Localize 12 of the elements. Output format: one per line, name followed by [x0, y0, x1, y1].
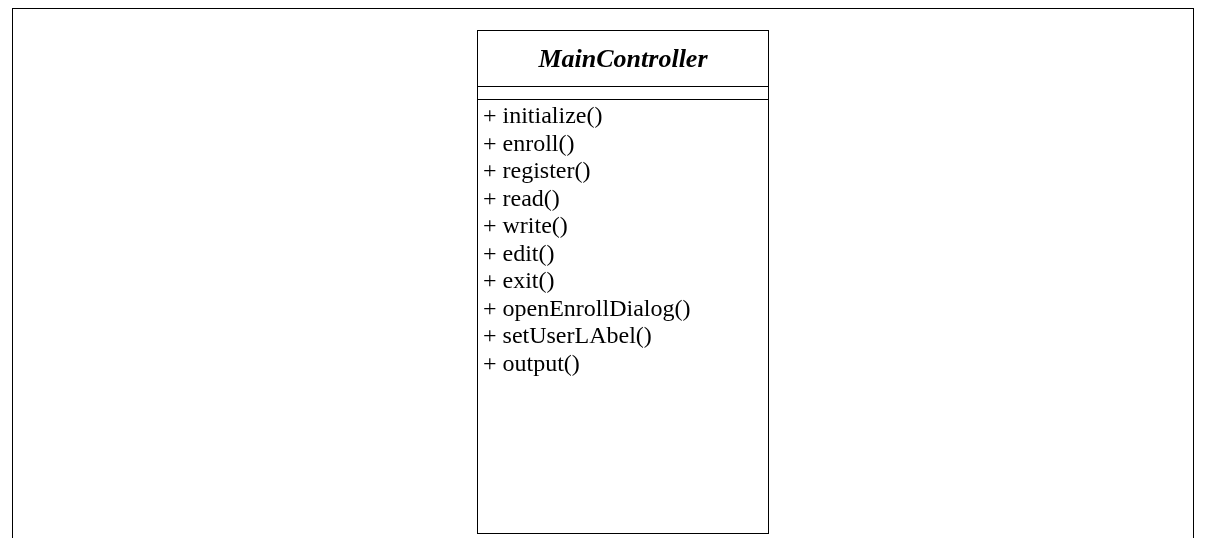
method-text: + edit() — [483, 239, 555, 267]
method-text: + exit() — [483, 267, 555, 295]
method-text: + output() — [483, 349, 580, 377]
method-text: + setUserLAbel() — [483, 322, 652, 350]
method-text: + write() — [483, 212, 568, 240]
class-name: MainController — [538, 43, 708, 74]
method-text: + openEnrollDialog() — [483, 294, 691, 322]
method-text: + read() — [483, 184, 560, 212]
method-text: + register() — [483, 157, 591, 185]
method-text: + initialize() — [483, 102, 603, 130]
class-box — [477, 30, 769, 534]
method-text: + enroll() — [483, 129, 575, 157]
